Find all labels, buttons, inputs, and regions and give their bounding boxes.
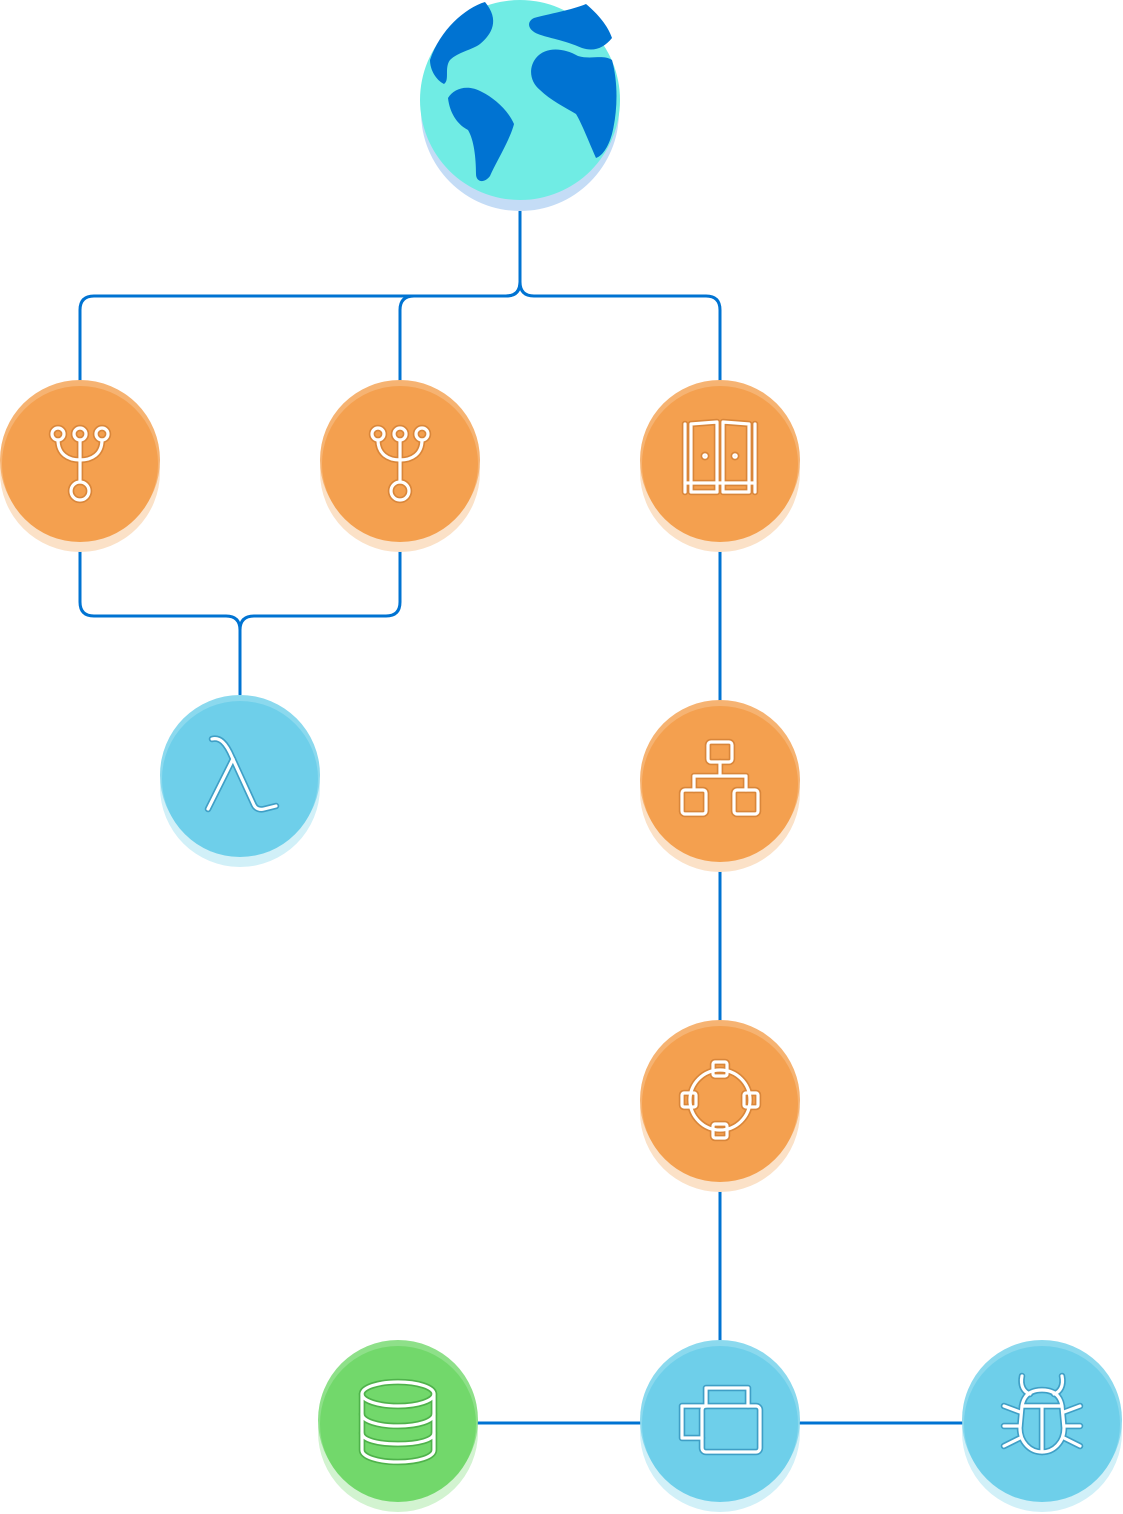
node-database[interactable] [318,1340,478,1512]
edge-fanout-1-lambda [78,550,242,696]
edge-fanout-2-lambda [238,550,402,696]
node-disc [642,1346,798,1502]
node-lambda[interactable] [160,695,320,867]
node-cluster[interactable] [640,1020,800,1192]
node-debug[interactable] [962,1340,1122,1512]
node-globe[interactable] [420,0,620,211]
node-fanout-1[interactable] [0,380,160,552]
node-instances[interactable] [640,1340,800,1512]
node-hierarchy[interactable] [640,700,800,872]
edge-globe-fanout-2 [398,210,522,382]
connectors [78,210,964,1425]
globe-icon [420,0,620,200]
edge-globe-gateway [518,210,722,382]
node-disc [642,706,798,862]
node-disc [642,1026,798,1182]
globe-continents [430,2,617,182]
node-gateway[interactable] [640,380,800,552]
node-fanout-2[interactable] [320,380,480,552]
